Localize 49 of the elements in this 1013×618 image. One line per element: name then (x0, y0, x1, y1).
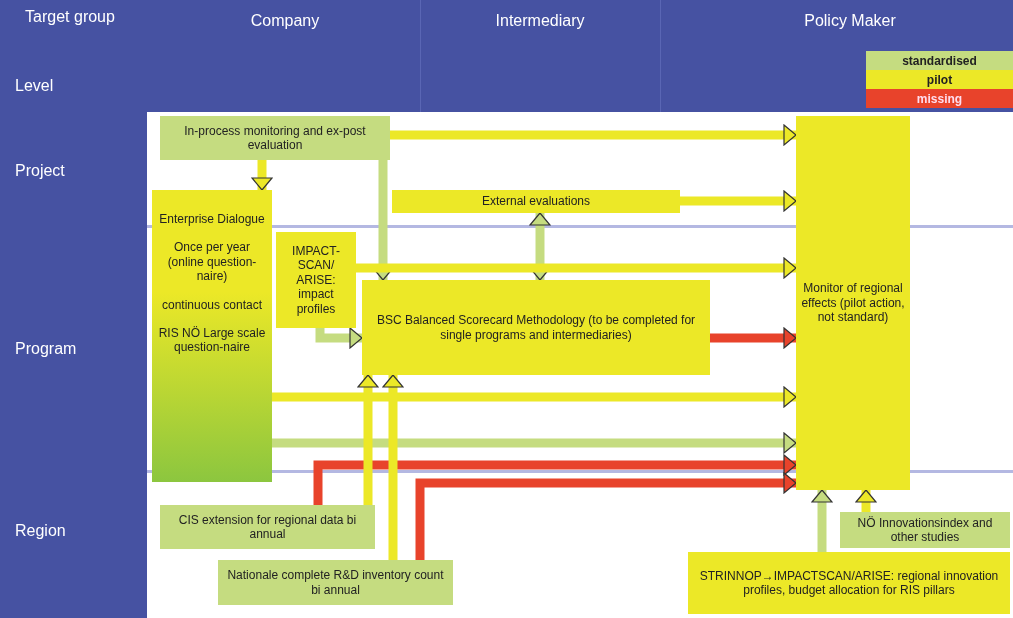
axis-title: Target group (24, 8, 116, 27)
arrow (415, 472, 797, 560)
row-header: Region (15, 522, 67, 541)
box-text: Once per year (online question-naire) (166, 240, 258, 284)
process-box (688, 552, 1010, 614)
process-box (160, 505, 375, 549)
column-header: Intermediary (494, 12, 586, 31)
axis-title: Level (15, 77, 55, 96)
arrow (855, 489, 877, 512)
double-arrow (529, 212, 551, 281)
process-box (160, 116, 390, 160)
arrow (710, 327, 797, 349)
process-box (276, 232, 356, 328)
process-box (152, 190, 272, 482)
arrow (680, 190, 797, 212)
process-box (840, 512, 1010, 548)
row-header: Project (15, 162, 66, 181)
box-text: CIS extension for regional data bi annual (177, 512, 358, 542)
box-text: IMPACT-SCAN/ ARISE: impact profiles (291, 244, 341, 316)
legend-label: pilot (926, 72, 953, 87)
box-text: STRINNOP→IMPACTSCAN/ARISE: regional innovation profiles, budget allocation for RIS pillars (698, 568, 1000, 598)
arrow (357, 374, 379, 505)
box-text: RIS NÖ Large scale question-naire (157, 325, 267, 355)
legend-label: missing (916, 91, 963, 106)
arrow (315, 327, 363, 349)
process-box (218, 560, 453, 605)
box-text: continuous contact (161, 297, 263, 312)
arrow (390, 124, 797, 146)
box-text: NÖ Innovationsindex and other studies (856, 515, 994, 545)
box-text: External evaluations (481, 194, 591, 209)
arrow (272, 386, 797, 408)
box-text: In-process monitoring and ex-post evaluation (183, 123, 367, 153)
box-text: Monitor of regional effects (pilot action, not standard) (800, 281, 906, 325)
arrow (251, 160, 273, 191)
legend-label: standardised (902, 53, 977, 68)
arrow (313, 454, 797, 505)
box-text: Nationale complete R&D inventory count bi annual (226, 568, 445, 597)
arrow (382, 374, 404, 560)
arrow (272, 432, 797, 454)
row-header: Program (15, 340, 78, 359)
column-header: Policy Maker (803, 12, 897, 31)
column-header: Company (249, 12, 321, 31)
process-band (392, 190, 680, 213)
arrow (811, 489, 833, 552)
box-text: Enterprise Dialogue (159, 212, 265, 227)
process-column (796, 116, 910, 490)
process-box (362, 280, 710, 375)
arrow (356, 257, 797, 279)
box-text: BSC Balanced Scorecard Methodology (to be completed for single programs and intermediaries) (375, 313, 697, 342)
